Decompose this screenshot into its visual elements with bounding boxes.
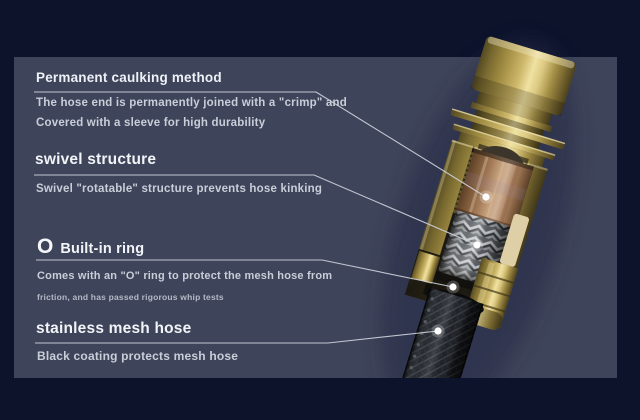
cut-face: [499, 213, 529, 267]
neck-rings: [470, 91, 553, 136]
oring-body-line2: friction, and has passed rigorous whip t…: [37, 292, 224, 302]
swivel-leader-line: [34, 174, 478, 246]
mesh-leader-line: [35, 330, 439, 344]
callout-lines: [34, 91, 487, 344]
caulking-body-line1: The hose end is permanently joined with …: [36, 97, 347, 109]
mesh-body-line1: Black coating protects mesh hose: [37, 349, 239, 363]
hose-fitting-figure: [380, 36, 577, 420]
callout-dots: [431, 190, 493, 338]
oring-title: O Built-in ring: [37, 236, 144, 257]
caulking-dot: [482, 193, 490, 201]
oring-title-text: Built-in ring: [60, 241, 145, 257]
caulking-title: Permanent caulking method: [36, 70, 222, 85]
top-cap-nut: [470, 36, 576, 117]
oring-symbol: O: [37, 235, 54, 258]
caulking-body-line2: Covered with a sleeve for high durabilit…: [36, 117, 266, 129]
oring-dot: [449, 283, 457, 291]
caulking-leader-line: [34, 91, 487, 198]
mesh-dot: [434, 327, 442, 335]
swivel-body-line1: Swivel "rotatable" structure prevents ho…: [36, 183, 323, 195]
swivel-title: swivel structure: [35, 151, 157, 168]
bottom-mask: [0, 378, 640, 420]
swivel-dot: [473, 241, 481, 249]
mesh-title: stainless mesh hose: [36, 320, 192, 337]
oring-body-line1: Comes with an "O" ring to protect the me…: [37, 270, 333, 282]
oring-leader-line: [36, 259, 454, 288]
